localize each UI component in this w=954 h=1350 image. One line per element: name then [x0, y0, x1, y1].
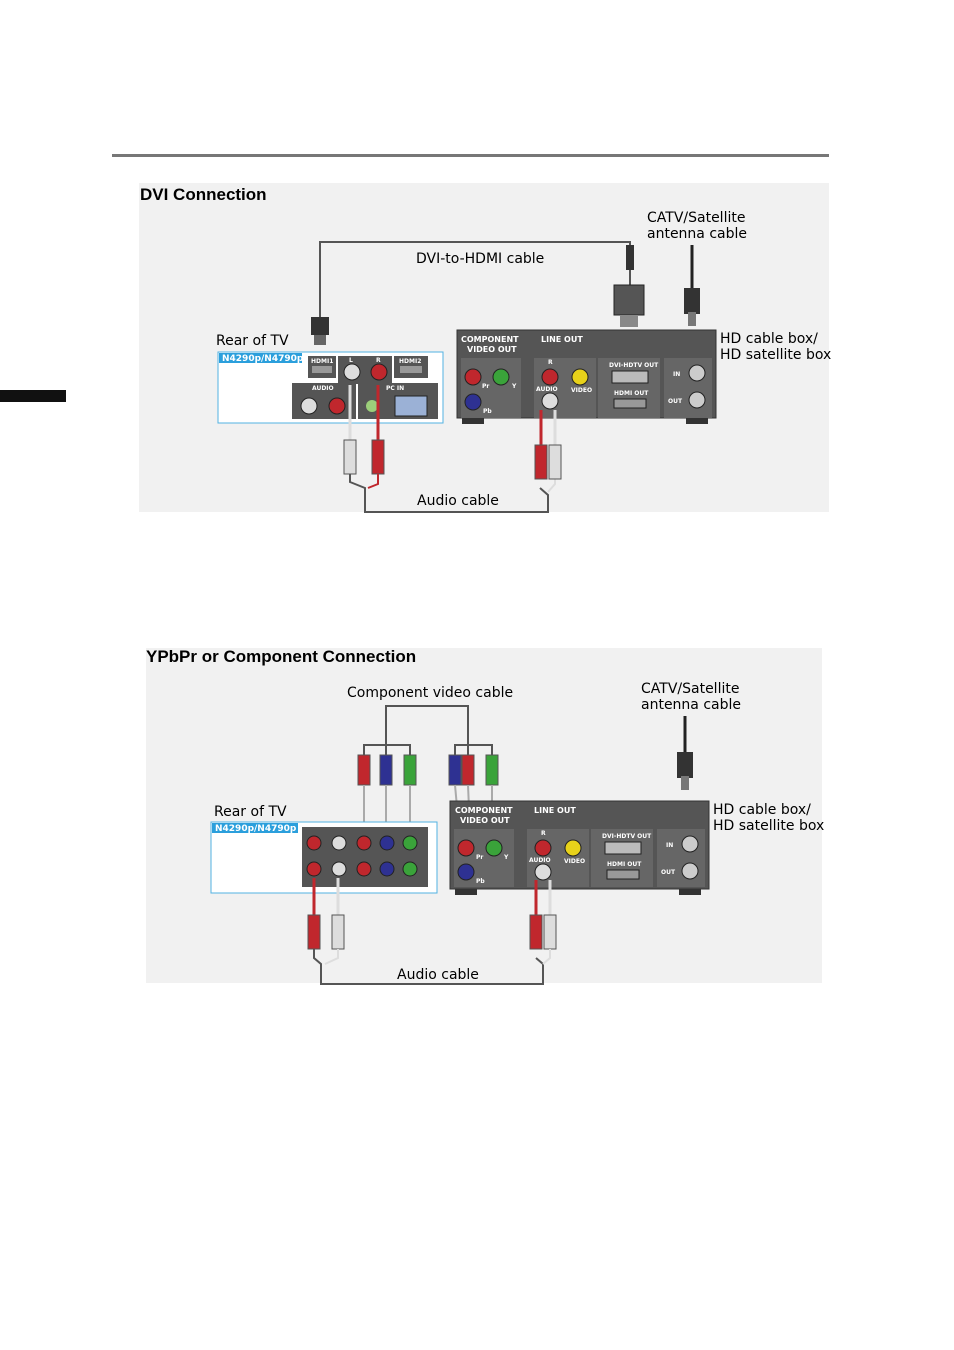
svg-text:N4290p/N4790p: N4290p/N4790p [215, 824, 297, 834]
svg-text:Pb: Pb [476, 878, 485, 885]
svg-text:VIDEO OUT: VIDEO OUT [460, 816, 510, 825]
component-antenna-label-line1: CATV/Satellite [641, 681, 739, 697]
svg-text:R: R [548, 359, 553, 366]
component-box-label-line2: HD satellite box [713, 818, 824, 834]
dvi-box-label-line1: HD cable box/ [720, 331, 818, 347]
svg-text:VIDEO: VIDEO [564, 858, 585, 865]
component-rear-tv-label: Rear of TV [214, 804, 287, 820]
svg-text:OUT: OUT [661, 869, 676, 876]
dvi-box-label-line2: HD satellite box [720, 347, 831, 363]
svg-text:AUDIO: AUDIO [312, 385, 334, 392]
svg-text:OUT: OUT [668, 398, 683, 405]
svg-text:Y: Y [503, 854, 509, 861]
header-rule [112, 154, 829, 157]
dvi-audio-cable-label: Audio cable [417, 493, 499, 509]
svg-text:L: L [349, 357, 353, 364]
dvi-rear-tv-label: Rear of TV [216, 333, 289, 349]
dvi-connection-diagram: DVI-to-HDMI cable CATV/Satellite antenna… [216, 210, 831, 513]
svg-text:LINE OUT: LINE OUT [541, 335, 583, 344]
svg-text:COMPONENT: COMPONENT [461, 335, 519, 344]
svg-text:LINE OUT: LINE OUT [534, 806, 576, 815]
component-antenna-label-line2: antenna cable [641, 697, 741, 713]
svg-text:Pr: Pr [476, 854, 483, 861]
component-cable-label: Component video cable [347, 685, 513, 701]
svg-text:VIDEO OUT: VIDEO OUT [467, 345, 517, 354]
svg-text:COMPONENT: COMPONENT [455, 806, 513, 815]
component-section-title: YPbPr or Component Connection [146, 647, 417, 666]
svg-text:Pr: Pr [482, 383, 489, 390]
svg-text:IN: IN [666, 842, 673, 849]
svg-text:HDMI OUT: HDMI OUT [607, 861, 642, 868]
svg-text:AUDIO: AUDIO [536, 386, 558, 393]
svg-text:HDMI2: HDMI2 [399, 358, 421, 365]
svg-text:Y: Y [511, 383, 517, 390]
svg-text:HDMI OUT: HDMI OUT [614, 390, 649, 397]
svg-text:DVI-HDTV OUT: DVI-HDTV OUT [602, 833, 652, 840]
svg-text:PC IN: PC IN [386, 385, 404, 392]
svg-text:R: R [541, 830, 546, 837]
svg-text:HDMI1: HDMI1 [311, 358, 333, 365]
svg-text:DVI-HDTV OUT: DVI-HDTV OUT [609, 362, 659, 369]
svg-text:IN: IN [673, 371, 680, 378]
dvi-model-badge [219, 353, 302, 363]
section-tab-marker [0, 390, 66, 402]
svg-text:AUDIO: AUDIO [529, 857, 551, 864]
component-connection-diagram: Component video cable CATV/Satellite ant… [210, 681, 824, 985]
component-antenna-plug-icon [677, 752, 693, 778]
hdmi-plug-icon [311, 317, 329, 335]
dvi-section-title: DVI Connection [140, 185, 267, 204]
antenna-plug-icon [684, 288, 700, 314]
component-box-label-line1: HD cable box/ [713, 802, 811, 818]
component-audio-cable-label: Audio cable [397, 967, 479, 983]
dvi-cable-label: DVI-to-HDMI cable [416, 251, 544, 267]
dvi-antenna-label-line1: CATV/Satellite [647, 210, 745, 226]
svg-text:Pb: Pb [483, 408, 492, 415]
svg-text:N4290p/N4790p: N4290p/N4790p [222, 354, 304, 364]
component-model-badge [212, 823, 298, 833]
dvi-antenna-label-line2: antenna cable [647, 226, 747, 242]
svg-text:VIDEO: VIDEO [571, 387, 592, 394]
svg-text:R: R [376, 357, 381, 364]
